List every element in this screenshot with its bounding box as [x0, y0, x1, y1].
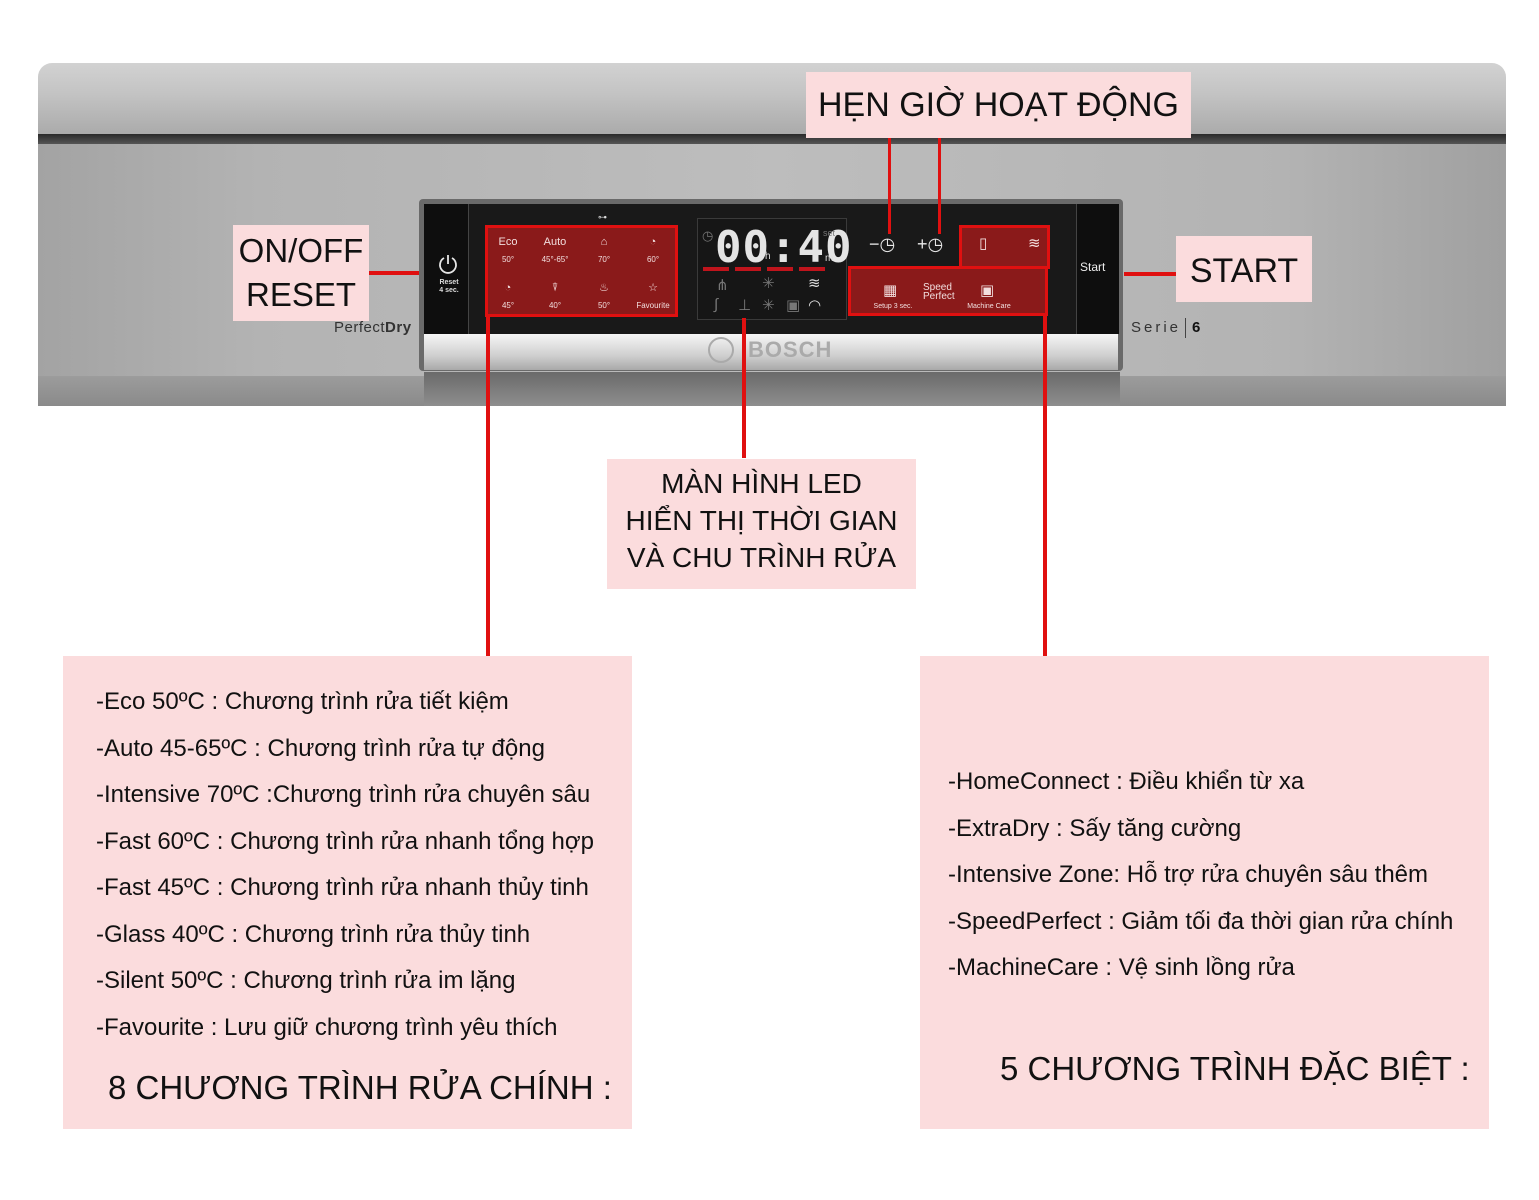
wine-glass-icon: ⍒	[551, 282, 559, 294]
program-fast60-button[interactable]: ◔60°	[632, 235, 674, 275]
list-item: -SpeedPerfect : Giảm tối đa thời gian rử…	[948, 908, 1454, 935]
progress-segment	[799, 267, 825, 271]
led-minutes-unit: m	[825, 253, 834, 264]
list-item: -Fast 60ºC : Chương trình rửa nhanh tổng…	[96, 828, 594, 855]
program-intensive-button[interactable]: ⌂70°	[583, 235, 625, 275]
clock-icon: ◷	[702, 228, 714, 243]
serie-divider	[1185, 318, 1186, 338]
dry-icon: ≋	[808, 275, 821, 292]
fast-glass-icon: ◔	[504, 282, 512, 294]
home-connect-icon[interactable]: ▯	[979, 235, 988, 252]
fast-clock-icon: ◔	[649, 236, 657, 248]
list-item: -Silent 50ºC : Chương trình rửa im lặng	[96, 967, 516, 994]
sparkle-icon: ✳	[762, 297, 775, 314]
bosch-logo: BOSCH	[748, 337, 833, 362]
led-time: 00:40	[715, 222, 853, 273]
start-callout: START	[1176, 236, 1312, 302]
child-lock-key-icon: ⊶	[598, 212, 607, 222]
program-silent-button[interactable]: ♨50°	[583, 281, 625, 321]
rinse-aid-icon: ✳	[762, 275, 775, 292]
extra-dry-icon[interactable]: ≋	[1028, 235, 1041, 252]
wifi-icon: ◠	[808, 297, 822, 314]
led-set-indicator: set	[823, 228, 836, 238]
list-item: -Eco 50ºC : Chương trình rửa tiết kiệm	[96, 688, 509, 715]
serie-label: Serie	[1131, 319, 1182, 336]
connector-led	[742, 318, 746, 458]
progress-segment	[767, 267, 793, 271]
progress-segment	[735, 267, 761, 271]
timer-callout: HẸN GIỜ HOẠT ĐỘNG	[806, 72, 1191, 138]
perfectdry-brand: PerfectDry	[334, 319, 412, 336]
progress-segment	[703, 267, 729, 271]
connector-main-programs	[486, 317, 490, 657]
power-icon[interactable]	[437, 253, 459, 275]
timer-minus-button[interactable]: −◷	[869, 234, 896, 254]
machine-care-label: Machine Care	[967, 303, 1011, 310]
program-buttons-group	[485, 225, 678, 317]
main-programs-title: 8 CHƯƠNG TRÌNH RỬA CHÍNH :	[108, 1069, 612, 1106]
main-programs-box	[63, 656, 632, 1129]
machine-care-indicator-icon: ▣	[786, 297, 801, 314]
connector-onoff	[369, 271, 419, 275]
led-hours-unit: h	[765, 251, 771, 262]
handle-recess	[424, 372, 1120, 406]
special-programs-box	[920, 656, 1489, 1129]
salt-icon: ∫	[714, 296, 719, 313]
list-item: -HomeConnect : Điều khiển từ xa	[948, 768, 1305, 795]
bosch-logo-icon	[708, 337, 734, 363]
tap-icon: ⊥	[738, 297, 752, 314]
timer-plus-button[interactable]: +◷	[917, 234, 944, 254]
start-zone	[1076, 204, 1119, 334]
star-icon: ☆	[648, 282, 658, 294]
list-item: -Intensive 70ºC :Chương trình rửa chuyên…	[96, 781, 591, 808]
list-item: -Auto 45-65ºC : Chương trình rửa tự động	[96, 735, 545, 762]
list-item: -Intensive Zone: Hỗ trợ rửa chuyên sâu t…	[948, 861, 1429, 888]
lid-gap	[38, 134, 1506, 144]
program-glass-button[interactable]: ⍒40°	[534, 281, 576, 321]
program-fast45-button[interactable]: ◔45°	[487, 281, 529, 321]
list-item: -ExtraDry : Sấy tăng cường	[948, 815, 1242, 842]
setup-label: Setup 3 sec.	[873, 303, 913, 310]
list-item: -MachineCare : Vệ sinh lồng rửa	[948, 954, 1295, 981]
connector-timer-minus	[888, 138, 891, 234]
serie-number: 6	[1192, 319, 1201, 336]
spray-arm-icon: ⋔	[716, 277, 729, 294]
silent-icon: ♨	[599, 282, 609, 294]
dishwasher-top-lid	[38, 63, 1506, 137]
intensive-pot-icon: ⌂	[600, 236, 608, 248]
connector-start	[1124, 272, 1176, 276]
machine-care-icon[interactable]: ▣	[980, 282, 995, 299]
power-zone	[424, 204, 469, 334]
special-programs-title: 5 CHƯƠNG TRÌNH ĐẶC BIỆT :	[1000, 1050, 1470, 1087]
special-bottom-group	[848, 266, 1048, 316]
connector-special-programs	[1043, 316, 1047, 656]
start-button[interactable]: Start	[1080, 260, 1106, 274]
door-handle[interactable]	[424, 334, 1118, 370]
connector-timer-plus	[938, 138, 941, 234]
intensive-zone-icon[interactable]: ▦	[883, 282, 898, 299]
program-favourite-button[interactable]: ☆Favourite	[632, 281, 674, 321]
list-item: -Favourite : Lưu giữ chương trình yêu th…	[96, 1014, 558, 1041]
list-item: -Fast 45ºC : Chương trình rửa nhanh thủy…	[96, 874, 589, 901]
list-item: -Glass 40ºC : Chương trình rửa thủy tinh	[96, 921, 531, 948]
